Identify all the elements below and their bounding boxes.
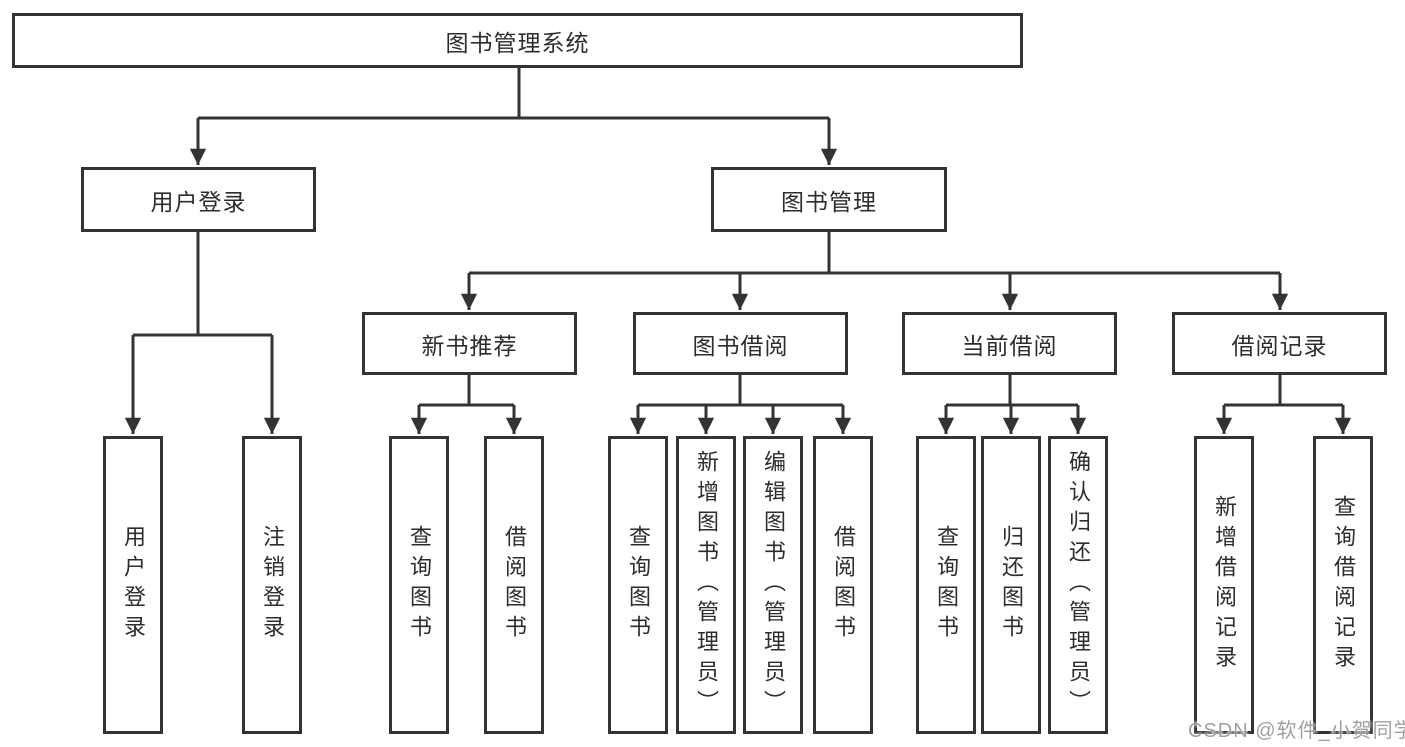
node-book-management: 图书管理 <box>711 167 947 232</box>
leaf-return-books: 归还图书 <box>981 436 1041 734</box>
leaf-logout: 注销登录 <box>242 436 302 734</box>
leaf-borrow-books: 借阅图书 <box>484 436 544 734</box>
leaf-label: 查询图书 <box>934 525 959 645</box>
node-user-login: 用户登录 <box>81 167 316 232</box>
node-current-borrowing: 当前借阅 <box>902 312 1117 375</box>
node-library-management-system: 图书管理系统 <box>12 13 1023 68</box>
leaf-label: 新增图书（管理员） <box>694 450 719 720</box>
leaf-borrow-books: 借阅图书 <box>813 436 873 734</box>
node-label: 借阅记录 <box>1231 332 1328 359</box>
node-book-borrowing: 图书借阅 <box>633 312 848 375</box>
leaf-label: 查询图书 <box>626 525 651 645</box>
node-label: 当前借阅 <box>961 332 1058 359</box>
leaf-label: 注销登录 <box>260 525 285 645</box>
leaf-query-books: 查询图书 <box>389 436 449 734</box>
node-label: 图书借阅 <box>692 332 789 359</box>
leaf-label: 新增借阅记录 <box>1212 495 1237 675</box>
leaf-confirm-return-admin: 确认归还（管理员） <box>1048 436 1108 734</box>
node-label: 图书管理 <box>781 188 877 215</box>
node-borrowing-records: 借阅记录 <box>1172 312 1387 375</box>
leaf-user-login: 用户登录 <box>103 436 163 734</box>
node-new-book-recommendation: 新书推荐 <box>362 312 577 375</box>
leaf-query-books: 查询图书 <box>608 436 668 734</box>
leaf-label: 借阅图书 <box>502 525 527 645</box>
node-label: 图书管理系统 <box>445 29 590 56</box>
node-label: 用户登录 <box>150 188 247 215</box>
leaf-add-books-admin: 新增图书（管理员） <box>676 436 736 734</box>
leaf-label: 用户登录 <box>121 525 146 645</box>
leaf-label: 归还图书 <box>999 525 1024 645</box>
leaf-label: 编辑图书（管理员） <box>761 450 786 720</box>
leaf-add-borrow-record: 新增借阅记录 <box>1194 436 1254 734</box>
node-label: 新书推荐 <box>421 332 518 359</box>
leaf-label: 查询图书 <box>407 525 432 645</box>
leaf-edit-books-admin: 编辑图书（管理员） <box>743 436 803 734</box>
leaf-label: 确认归还（管理员） <box>1066 450 1091 720</box>
leaf-label: 查询借阅记录 <box>1331 495 1356 675</box>
leaf-label: 借阅图书 <box>831 525 856 645</box>
leaf-query-books: 查询图书 <box>916 436 976 734</box>
leaf-query-borrow-record: 查询借阅记录 <box>1313 436 1373 734</box>
